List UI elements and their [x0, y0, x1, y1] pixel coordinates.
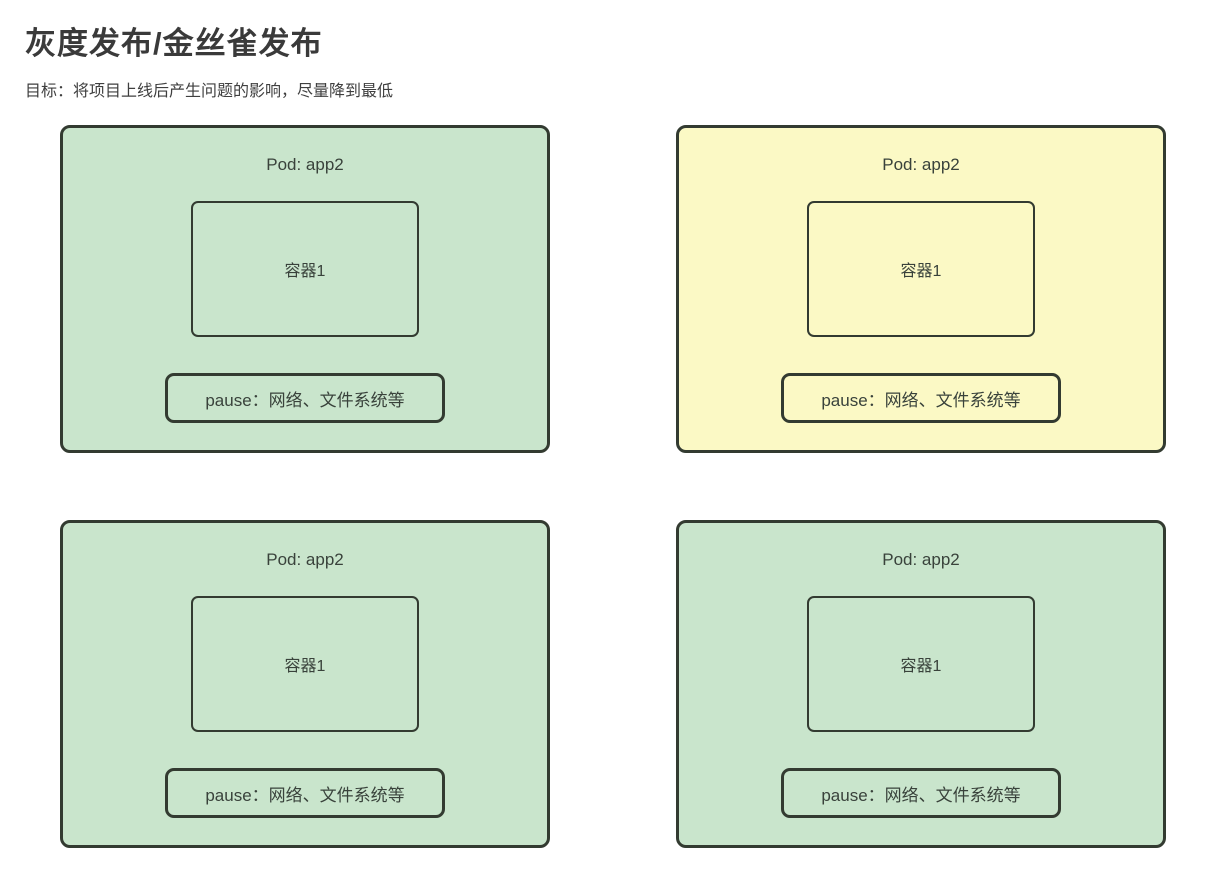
pod-label: Pod: app2 [266, 155, 344, 174]
pod-label: Pod: app2 [266, 550, 344, 569]
pod-box-bottom-left: Pod: app2 容器1 pause：网络、文件系统等 [60, 520, 550, 848]
pause-label: pause：网络、文件系统等 [205, 785, 405, 805]
pod-label: Pod: app2 [882, 550, 960, 569]
pod-box-bottom-right: Pod: app2 容器1 pause：网络、文件系统等 [676, 520, 1166, 848]
pause-label: pause：网络、文件系统等 [821, 390, 1021, 410]
container-box: 容器1 [191, 201, 419, 337]
pod-box-top-left: Pod: app2 容器1 pause：网络、文件系统等 [60, 125, 550, 453]
container-box: 容器1 [807, 596, 1035, 732]
container-label: 容器1 [900, 263, 942, 280]
container-label: 容器1 [900, 658, 942, 675]
pause-label: pause：网络、文件系统等 [205, 390, 405, 410]
container-box: 容器1 [807, 201, 1035, 337]
pause-box: pause：网络、文件系统等 [781, 768, 1061, 818]
page-subtitle: 目标：将项目上线后产生问题的影响，尽量降到最低 [25, 83, 394, 100]
container-label: 容器1 [284, 263, 326, 280]
pod-box-top-right: Pod: app2 容器1 pause：网络、文件系统等 [676, 125, 1166, 453]
container-label: 容器1 [284, 658, 326, 675]
page-title: 灰度发布/金丝雀发布 [25, 26, 323, 61]
pause-box: pause：网络、文件系统等 [781, 373, 1061, 423]
pause-label: pause：网络、文件系统等 [821, 785, 1021, 805]
pod-label: Pod: app2 [882, 155, 960, 174]
pause-box: pause：网络、文件系统等 [165, 768, 445, 818]
container-box: 容器1 [191, 596, 419, 732]
pause-box: pause：网络、文件系统等 [165, 373, 445, 423]
